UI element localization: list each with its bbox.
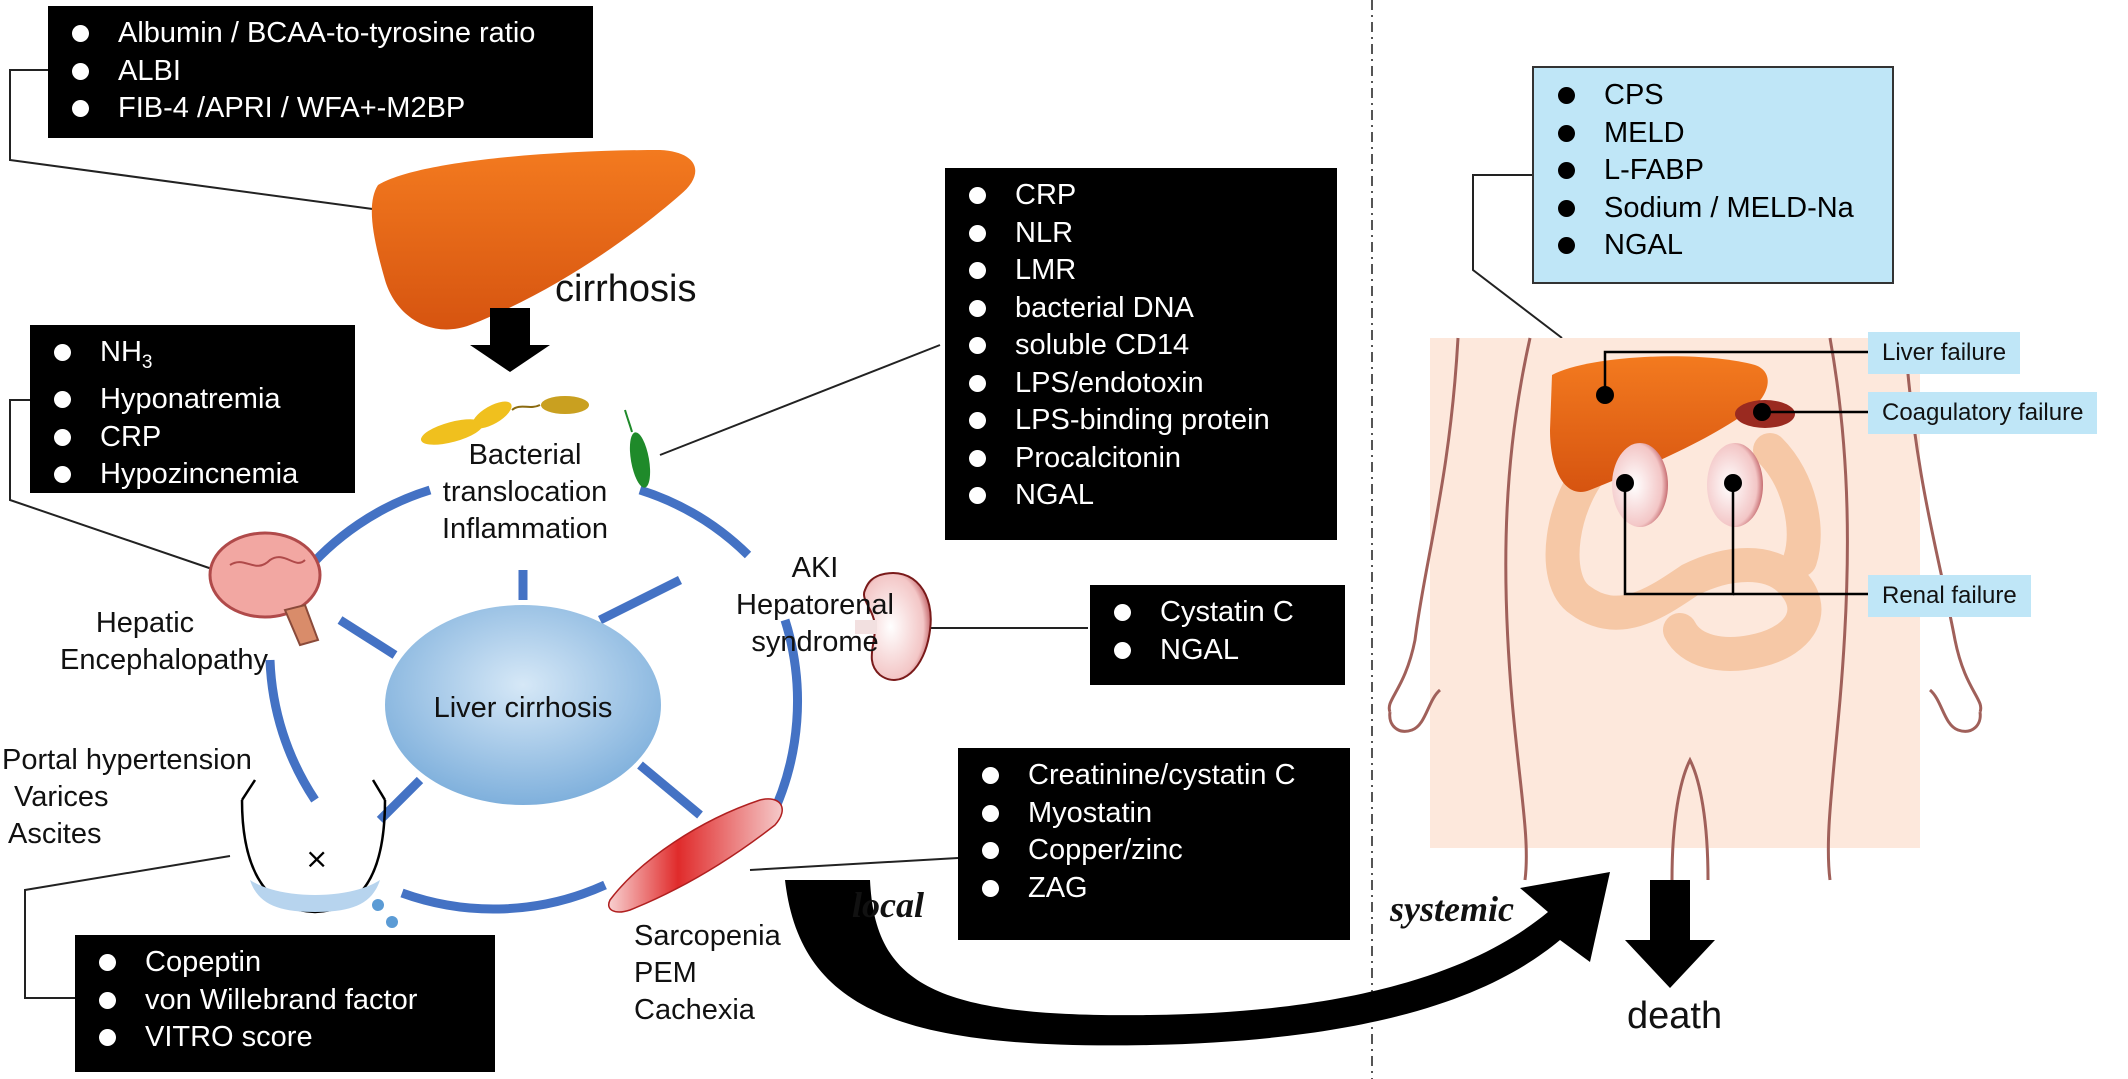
bacterial-marker-item: LPS-binding protein: [967, 402, 1323, 440]
bacterial-marker-item: soluble CD14: [967, 327, 1323, 365]
connector-lines: [9, 69, 1563, 999]
aki-markers-box: Cystatin C NGAL: [1090, 585, 1345, 685]
node-line: Portal hypertension: [2, 744, 252, 776]
systemic-marker-item: L-FABP: [1556, 152, 1878, 190]
portal-marker-item: von Willebrand factor: [97, 982, 481, 1020]
bacterial-marker-item: Procalcitonin: [967, 440, 1323, 478]
bacterial-translocation-label: Bacterial translocation Inflammation: [435, 437, 615, 548]
node-line: Varices: [14, 781, 109, 813]
body-illustration: [1387, 337, 1983, 881]
coagulatory-failure-tag: Coagulatory failure: [1868, 392, 2098, 434]
sarcopenia-marker-item: ZAG: [980, 870, 1336, 908]
sarcopenia-marker-item: Myostatin: [980, 795, 1336, 833]
systemic-label: systemic: [1390, 889, 1514, 929]
node-line: AKI: [791, 552, 839, 584]
bacterial-marker-item: NLR: [967, 215, 1323, 253]
bacterial-markers-box: CRP NLR LMR bacterial DNA soluble CD14 L…: [945, 168, 1337, 540]
muscle-icon: [608, 798, 783, 913]
aki-marker-item: Cystatin C: [1112, 594, 1331, 632]
portal-marker-item: Copeptin: [97, 944, 481, 982]
he-markers-box: NH3 Hyponatremia CRP Hypozincnemia: [30, 325, 355, 493]
brain-icon: [208, 531, 322, 647]
svg-text:×: ×: [305, 842, 328, 875]
bacterial-marker-item: CRP: [967, 177, 1323, 215]
liver-failure-tag: Liver failure: [1868, 332, 2021, 374]
aki-marker-item: NGAL: [1112, 632, 1331, 670]
he-marker-item: Hyponatremia: [52, 381, 341, 419]
node-line: PEM: [634, 957, 697, 989]
liver-marker-item: Albumin / BCAA-to-tyrosine ratio: [70, 15, 579, 53]
bacterial-marker-item: NGAL: [967, 477, 1323, 515]
liver-marker-item: ALBI: [70, 53, 579, 91]
node-line: Ascites: [8, 818, 102, 850]
curved-arrow: [785, 872, 1610, 1046]
death-arrow: [1625, 880, 1715, 988]
bacteria-icon: [420, 396, 651, 488]
node-line: Hepatorenal: [736, 589, 894, 621]
center-label: Liver cirrhosis: [433, 692, 613, 724]
portal-marker-item: VITRO score: [97, 1019, 481, 1057]
local-label: local: [852, 885, 924, 925]
systemic-marker-item: Sodium / MELD-Na: [1556, 190, 1878, 228]
node-line: Bacterial: [468, 439, 582, 471]
portal-markers-box: Copeptin von Willebrand factor VITRO sco…: [75, 935, 495, 1072]
he-marker-item: Hypozincnemia: [52, 456, 341, 494]
sarcopenia-markers-box: Creatinine/cystatin C Myostatin Copper/z…: [958, 748, 1350, 940]
bacterial-marker-item: bacterial DNA: [967, 290, 1323, 328]
systemic-markers-box: CPS MELD L-FABP Sodium / MELD-Na NGAL: [1532, 66, 1894, 284]
bacterial-marker-item: LPS/endotoxin: [967, 365, 1323, 403]
he-marker-item: NH3: [52, 334, 341, 381]
aki-label: AKI Hepatorenal syndrome: [725, 550, 905, 661]
systemic-marker-item: NGAL: [1556, 227, 1878, 265]
node-line: Sarcopenia: [634, 920, 781, 952]
death-label: death: [1627, 995, 1723, 1037]
node-line: Encephalopathy: [60, 644, 268, 676]
node-line: syndrome: [751, 626, 879, 658]
liver-markers-box: Albumin / BCAA-to-tyrosine ratio ALBI FI…: [48, 6, 593, 138]
systemic-marker-item: MELD: [1556, 115, 1878, 153]
kidney-icon: [863, 572, 932, 681]
node-line: Hepatic: [95, 607, 195, 639]
renal-failure-tag: Renal failure: [1868, 575, 2031, 617]
cirrhosis-label: cirrhosis: [555, 268, 697, 310]
sarcopenia-label: Sarcopenia PEM Cachexia: [634, 918, 781, 1029]
down-arrow: [470, 308, 550, 372]
systemic-marker-item: CPS: [1556, 77, 1878, 115]
bacterial-marker-item: LMR: [967, 252, 1323, 290]
center-ellipse: [385, 605, 661, 805]
node-line: translocation: [442, 476, 608, 508]
node-line: Inflammation: [441, 513, 608, 545]
hepatic-encephalopathy-label: Hepatic Encephalopathy: [60, 605, 268, 679]
portal-hypertension-label: Portal hypertension Varices Ascites: [2, 742, 272, 853]
sarcopenia-marker-item: Creatinine/cystatin C: [980, 757, 1336, 795]
sarcopenia-marker-item: Copper/zinc: [980, 832, 1336, 870]
ascites-icon: ×: [240, 779, 398, 928]
liver-icon: [371, 150, 696, 330]
liver-marker-item: FIB-4 /APRI / WFA+-M2BP: [70, 90, 579, 128]
he-marker-item: CRP: [52, 419, 341, 457]
nh3-label: NH3: [100, 336, 153, 373]
node-line: Cachexia: [634, 994, 755, 1026]
